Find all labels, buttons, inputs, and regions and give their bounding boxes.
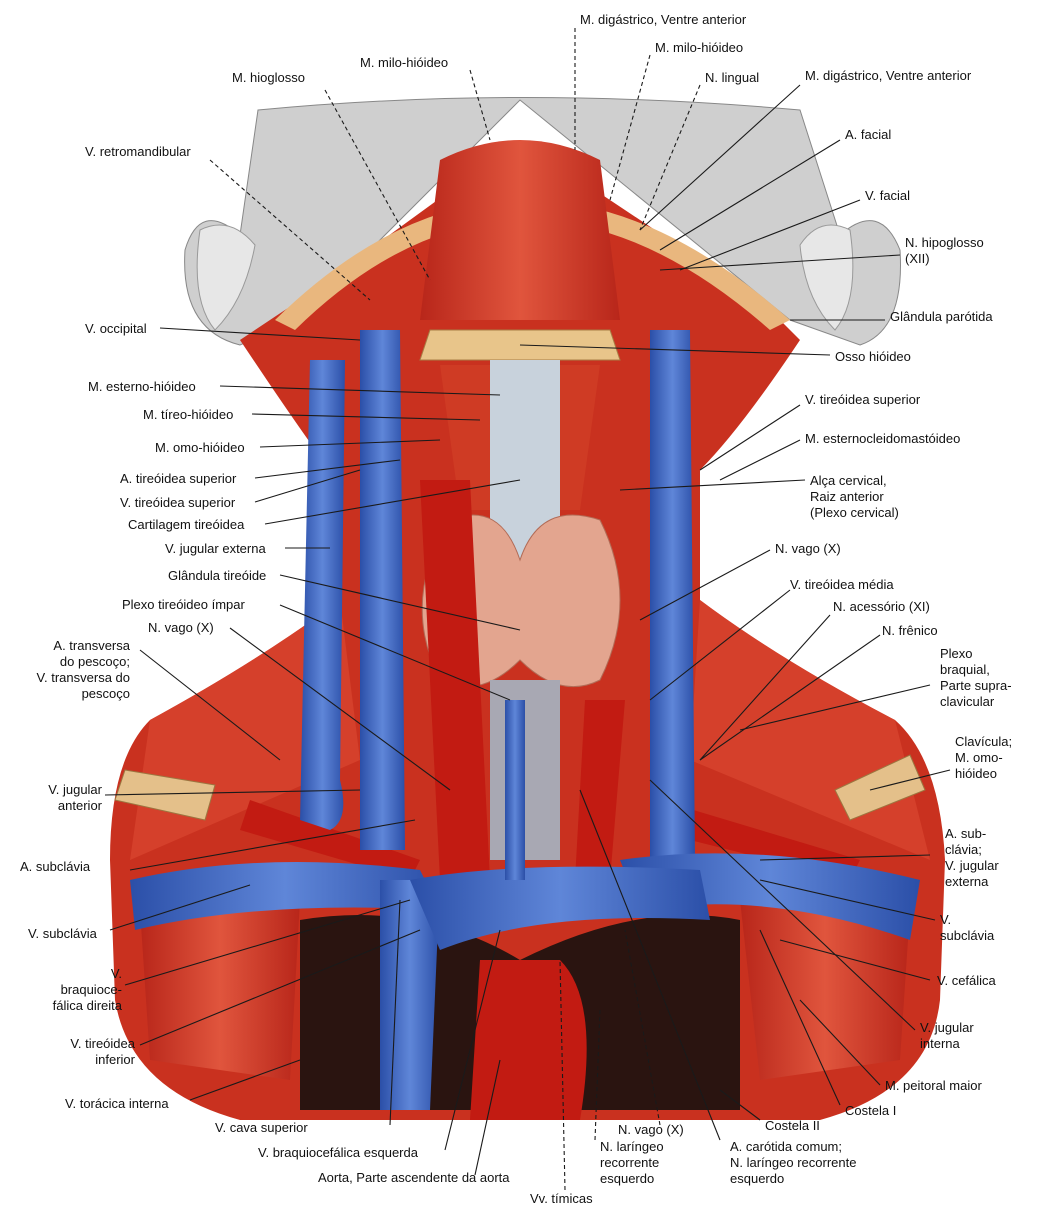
label-digastrico-top: M. digástrico, Ventre anterior [580, 12, 747, 27]
label-tireoidea-sup-v-right: V. tireóidea superior [805, 392, 921, 407]
label-laringeo-1: N. laríngeo [600, 1139, 664, 1154]
label-braquio-dir-2: braquioce- [60, 982, 122, 997]
label-cartilagem: Cartilagem tireóidea [128, 517, 245, 532]
label-subclavia-a-left: A. subclávia [20, 859, 91, 874]
label-parotida: Glândula parótida [890, 309, 993, 324]
label-carotida-2: N. laríngeo recorrente [730, 1155, 857, 1170]
label-tireoide: Glândula tireóide [168, 568, 267, 583]
label-hioglosso: M. hioglosso [232, 70, 305, 85]
label-clavicula-3: hióideo [955, 766, 997, 781]
label-peitoral: M. peitoral maior [885, 1078, 982, 1093]
label-omo-hioideo: M. omo-hióideo [155, 440, 245, 455]
label-subclavia-a-3: V. jugular [945, 858, 999, 873]
label-alca-3: (Plexo cervical) [810, 505, 899, 520]
label-facial-artery: A. facial [845, 127, 892, 142]
label-braquio-dir-1: V. [110, 966, 122, 981]
label-carotida-1: A. carótida comum; [730, 1139, 842, 1154]
label-jugular-int-1: V. jugular [920, 1020, 974, 1035]
label-alca-2: Raiz anterior [810, 489, 884, 504]
label-transversa-3: V. transversa do [36, 670, 130, 685]
label-braquio-esq: V. braquiocefálica esquerda [258, 1145, 418, 1160]
label-cefalica: V. cefálica [937, 973, 996, 988]
label-tireoidea-sup-v-left: V. tireóidea superior [120, 495, 236, 510]
label-clavicula-1: Clavícula; [955, 734, 1013, 749]
label-cava: V. cava superior [215, 1120, 308, 1135]
label-esterno-hioideo: M. esterno-hióideo [88, 379, 196, 394]
label-clavicula-2: M. omo- [955, 750, 1003, 765]
label-tireoidea-inf-2: inferior [95, 1052, 135, 1067]
label-jugular-ext: V. jugular externa [165, 541, 266, 556]
label-esternocleido: M. esternocleidomastóideo [805, 431, 961, 446]
label-subclavia-a-1: A. sub- [945, 826, 987, 841]
label-osso-hioideo: Osso hióideo [835, 349, 911, 364]
arteries [240, 480, 860, 1120]
label-vago-right: N. vago (X) [775, 541, 841, 556]
label-subclavia-a-2: clávia; [945, 842, 982, 857]
label-laringeo-3: esquerdo [600, 1171, 655, 1186]
label-subclavia-v-right-1: V. [940, 912, 952, 927]
label-tireoidea-sup-a-left: A. tireóidea superior [120, 471, 237, 486]
label-transversa-1: A. transversa [53, 638, 130, 653]
label-lingual: N. lingual [705, 70, 760, 85]
label-subclavia-v-right-2: subclávia [940, 928, 995, 943]
label-plexo-3: Parte supra- [940, 678, 1012, 693]
label-digastrico-right: M. digástrico, Ventre anterior [805, 68, 972, 83]
label-vago-left: N. vago (X) [148, 620, 214, 635]
label-transversa-2: do pescoço; [59, 654, 130, 669]
label-milo-hioideo-right: M. milo-hióideo [655, 40, 744, 55]
label-braquio-dir-3: fálica direita [52, 998, 122, 1013]
label-plexo-2: braquial, [940, 662, 990, 677]
label-jugular-ant-2: anterior [57, 798, 102, 813]
label-laringeo-2: recorrente [600, 1155, 660, 1170]
label-acessorio: N. acessório (XI) [833, 599, 930, 614]
label-costela-1: Costela I [845, 1103, 897, 1118]
label-milo-hioideo-left: M. milo-hióideo [360, 55, 449, 70]
label-carotida-3: esquerdo [730, 1171, 785, 1186]
label-hipoglosso-2: (XII) [905, 251, 930, 266]
label-aorta: Aorta, Parte ascendente da aorta [318, 1170, 510, 1185]
label-occipital: V. occipital [85, 321, 147, 336]
label-costela-2: Costela II [765, 1118, 820, 1133]
label-hipoglosso-1: N. hipoglosso [905, 235, 984, 250]
label-alca-1: Alça cervical, [810, 473, 887, 488]
label-retromandibular: V. retromandibular [85, 144, 191, 159]
veins [130, 330, 920, 1110]
label-jugular-int-2: interna [920, 1036, 960, 1051]
label-timicas: Vv. tímicas [530, 1191, 593, 1206]
label-plexo-impar: Plexo tireóideo ímpar [122, 597, 245, 612]
label-plexo-1: Plexo [940, 646, 973, 661]
leader-lines [104, 28, 951, 1191]
label-tireoidea-inf-1: V. tireóidea [70, 1036, 135, 1051]
label-tireoidea-media: V. tireóidea média [790, 577, 894, 592]
label-toracica: V. torácica interna [65, 1096, 169, 1111]
label-transversa-4: pescoço [81, 686, 130, 701]
label-frenico: N. frênico [882, 623, 938, 638]
label-tireo-hioideo: M. tíreo-hióideo [143, 407, 234, 422]
label-subclavia-a-4: externa [945, 874, 989, 889]
label-jugular-ant-1: V. jugular [48, 782, 102, 797]
label-facial-vein: V. facial [865, 188, 911, 203]
label-vago-bottom: N. vago (X) [618, 1122, 684, 1137]
label-plexo-4: clavicular [940, 694, 995, 709]
label-subclavia-v-left: V. subclávia [28, 926, 97, 941]
